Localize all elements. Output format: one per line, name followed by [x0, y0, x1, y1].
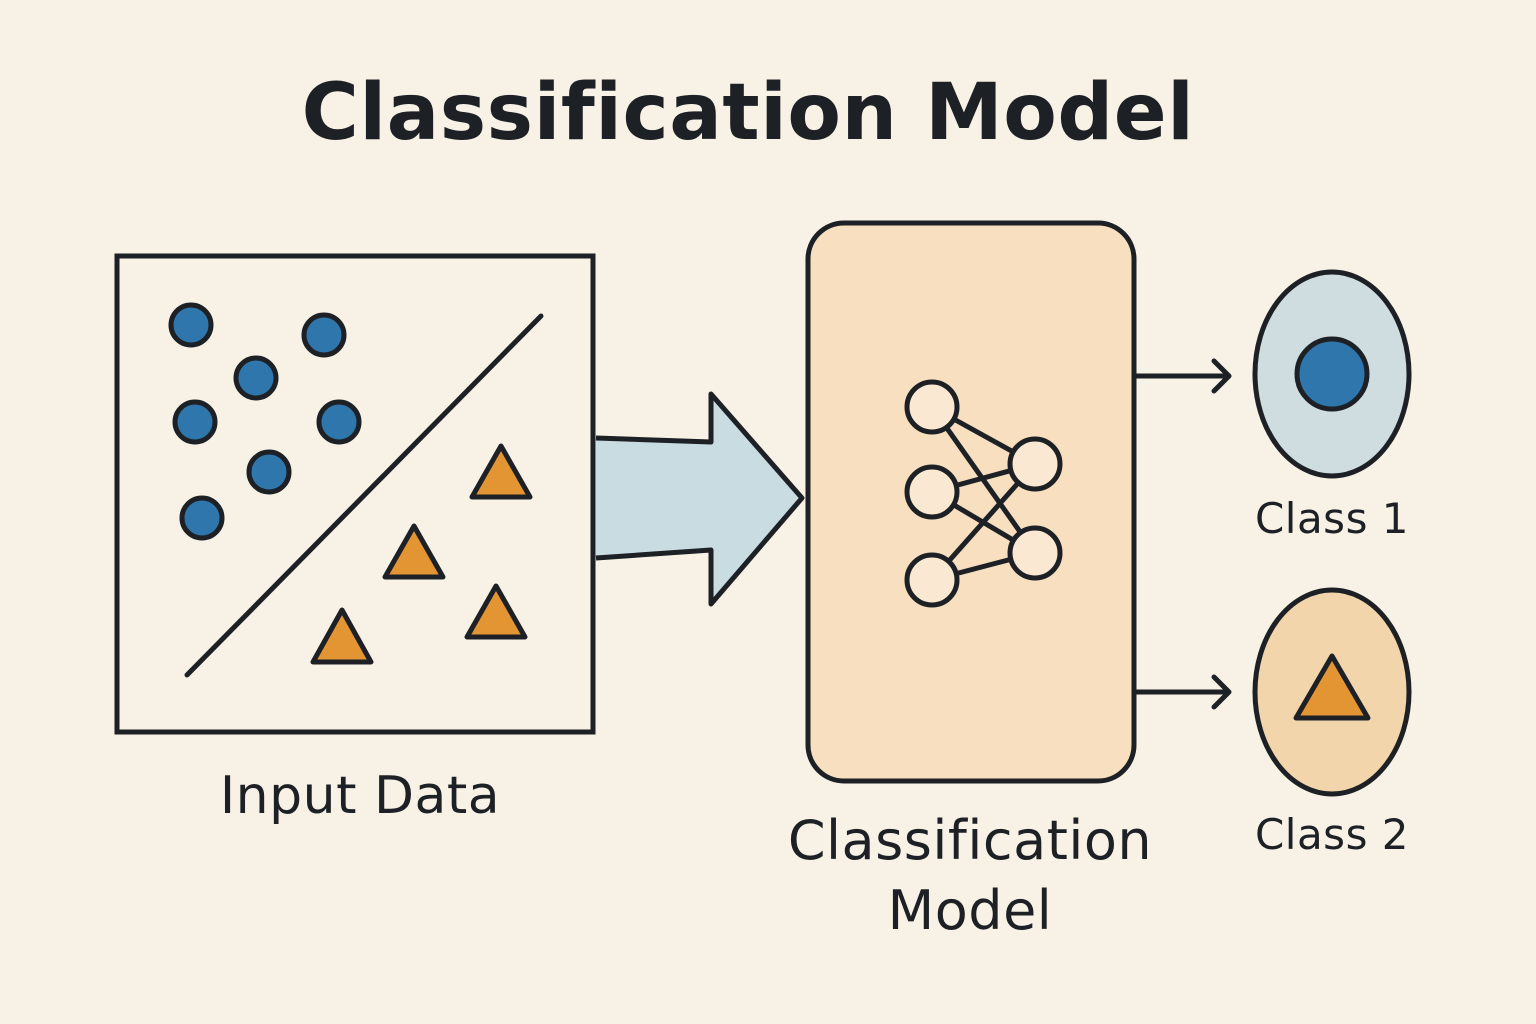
input-data-panel [114, 253, 596, 735]
decision-boundary-line [184, 313, 544, 678]
blue-point [168, 302, 214, 348]
orange-triangle-point [382, 523, 446, 580]
blue-point [233, 355, 279, 401]
model-label: Classification Model [760, 806, 1180, 946]
flow-arrow [595, 391, 805, 607]
orange-triangle-point [310, 607, 374, 665]
blue-point [316, 399, 362, 445]
model-box [805, 220, 1137, 784]
class1-points [168, 302, 362, 541]
class2-points [310, 443, 533, 665]
orange-triangle-point [469, 443, 533, 500]
input-data-label: Input Data [219, 766, 501, 826]
model-label-line1: Classification [787, 809, 1153, 872]
neural-network-icon [904, 379, 1063, 608]
output-arrow-class1 [1133, 358, 1232, 394]
blue-point [246, 449, 292, 495]
blue-point [172, 399, 218, 445]
orange-triangle-point [464, 583, 528, 640]
model-label-line2: Model [887, 879, 1053, 942]
page-title: Classification Model [301, 68, 1195, 158]
blue-point [301, 312, 347, 358]
class1-label: Class 1 [1254, 494, 1410, 543]
class2-triangle-icon [1293, 653, 1371, 721]
class2-label: Class 2 [1254, 810, 1410, 859]
output-arrow-class2 [1133, 674, 1232, 710]
class1-circle-icon [1294, 336, 1370, 412]
blue-point [179, 495, 225, 541]
